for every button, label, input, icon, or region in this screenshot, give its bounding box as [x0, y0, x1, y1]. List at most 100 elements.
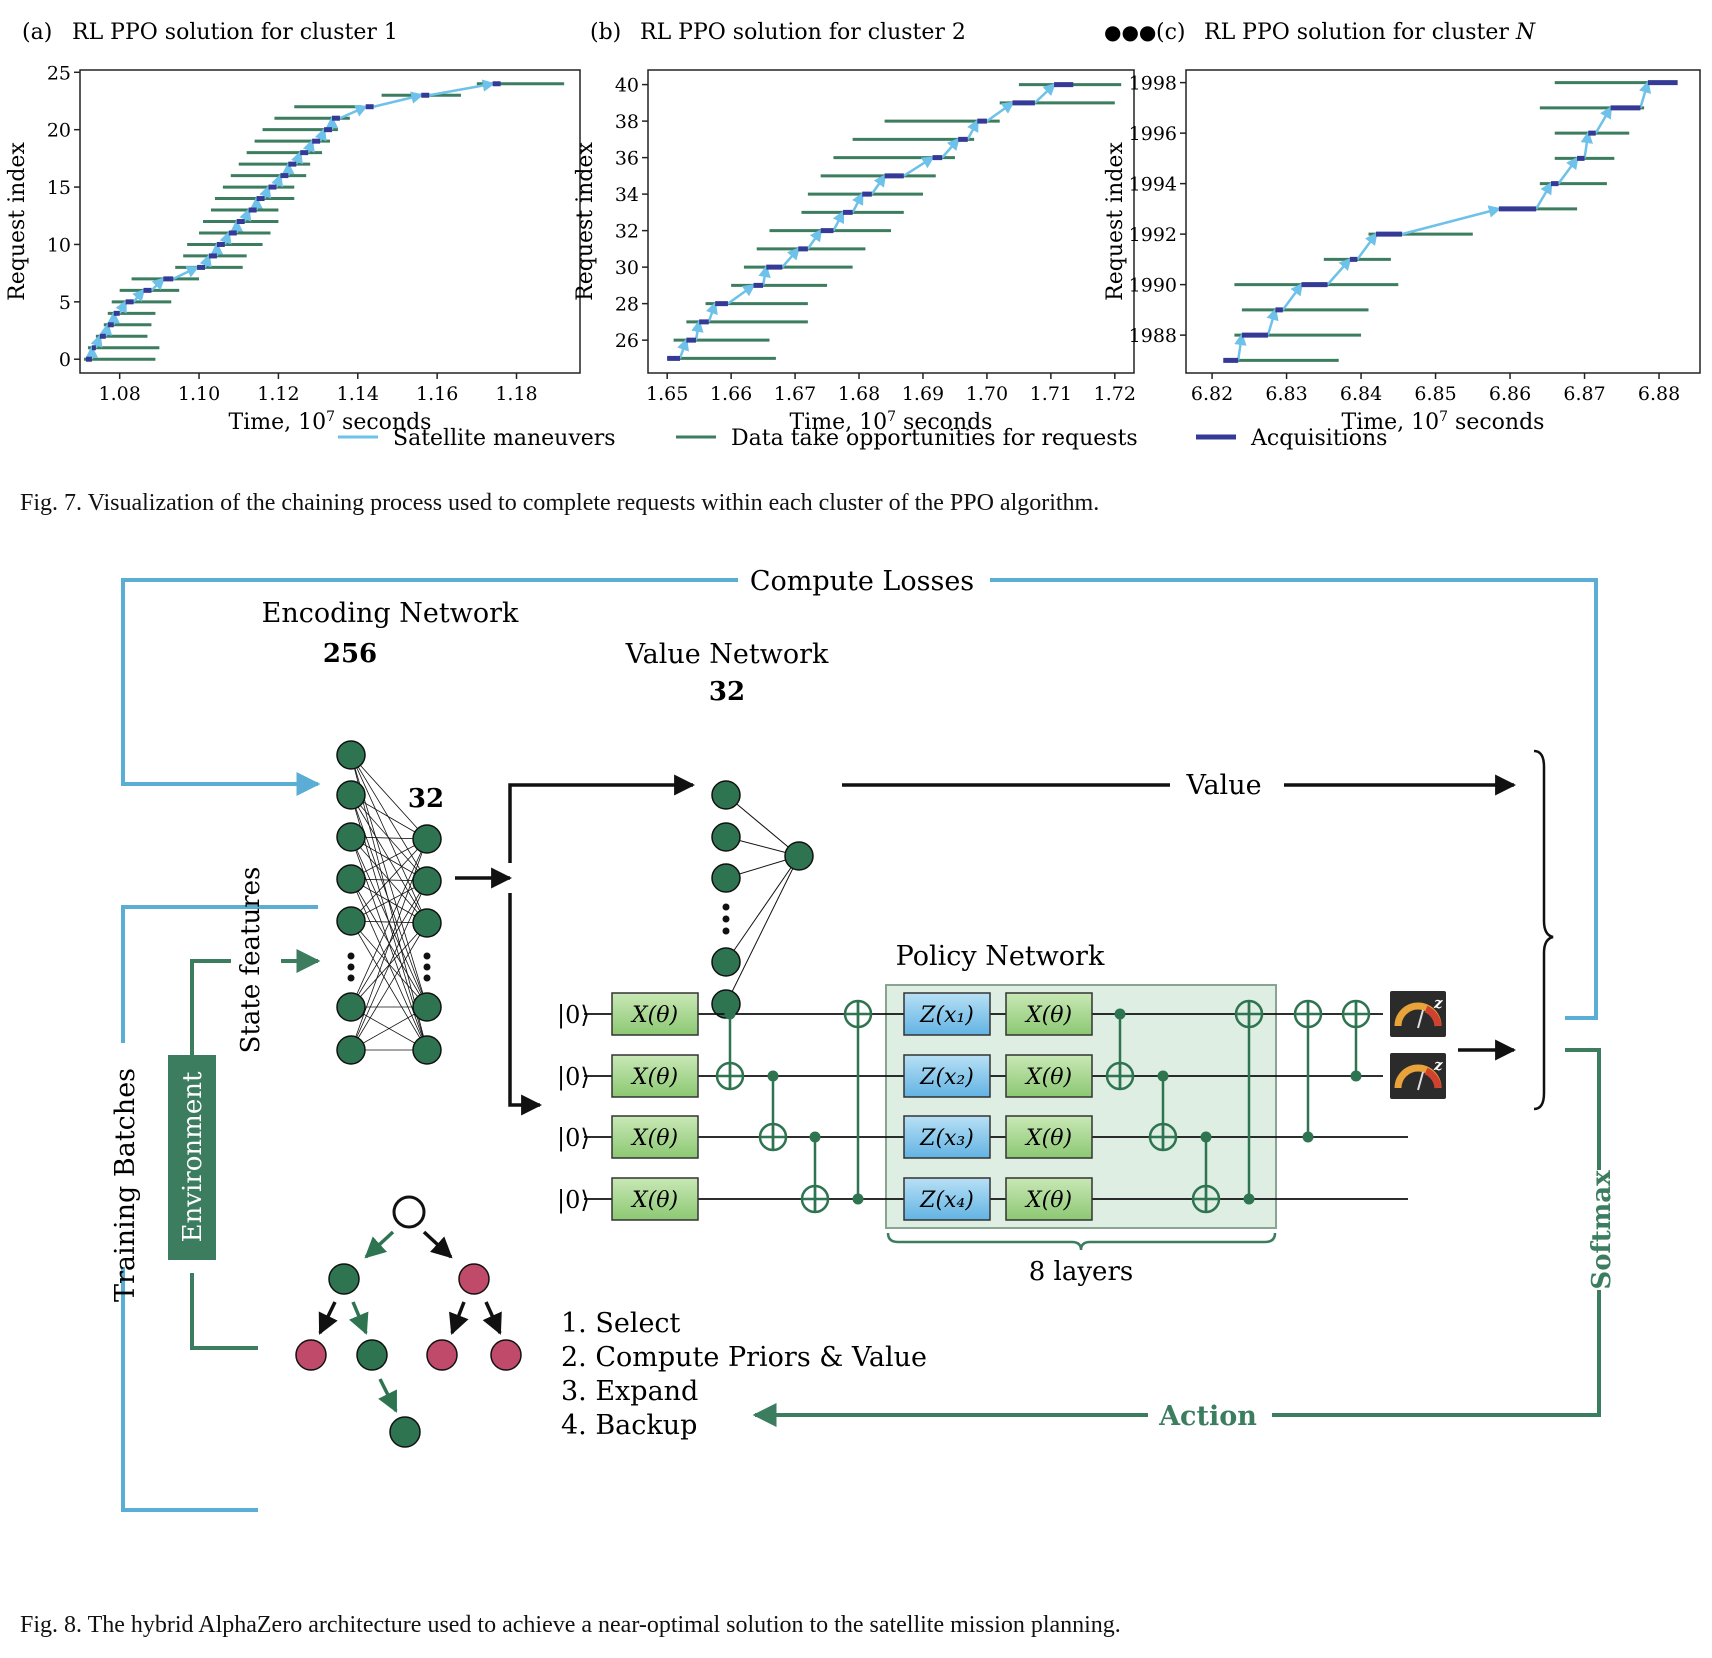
tree-edge	[318, 1301, 338, 1335]
encoder-input-node	[336, 992, 366, 1022]
y-tick-label: 36	[615, 148, 639, 170]
x-axis-label: Time, 107 seconds	[1342, 409, 1545, 435]
figure-7-caption: Fig. 7. Visualization of the chaining pr…	[20, 490, 1100, 516]
enc-weight	[350, 754, 428, 924]
tree-edge	[422, 1230, 453, 1259]
tree-node	[328, 1263, 360, 1295]
y-tick-label: 1996	[1129, 123, 1177, 145]
compute-losses-loop	[121, 578, 1598, 1512]
y-tick-label: 26	[615, 330, 639, 352]
y-tick-label: 30	[615, 257, 639, 279]
tree-root-node	[392, 1195, 426, 1229]
y-tick-label: 1988	[1129, 325, 1177, 347]
encoder-input-node	[336, 822, 366, 852]
x-gate-label: X(θ)	[1024, 1188, 1072, 1213]
x-tick-label: 1.14	[337, 383, 379, 405]
measurement-icon: z	[1390, 1053, 1446, 1099]
x-tick-label: 1.71	[1030, 383, 1072, 405]
encoder-input-node	[336, 864, 366, 894]
cnot-control	[767, 1070, 779, 1082]
figure-8: Compute Losses Training Batches Environm…	[110, 566, 1617, 1512]
x-tick-label: 1.18	[495, 383, 537, 405]
maneuver-arrow	[373, 91, 424, 108]
encoder-input-node	[336, 740, 366, 770]
x-tick-label: 1.08	[99, 383, 141, 405]
policy-network-title: Policy Network	[896, 941, 1105, 972]
z-gate-label: Z(x₁)	[919, 1003, 974, 1028]
maneuver-arrow	[172, 266, 200, 281]
panel-a-title: (a) RL PPO solution for cluster 1	[22, 20, 398, 45]
value-input-node	[711, 947, 741, 977]
value-weight	[725, 855, 800, 963]
cnot-control	[809, 1131, 821, 1143]
maneuver-arrow	[1266, 307, 1279, 336]
x-gate-label: X(θ)	[630, 1003, 678, 1028]
maneuver-arrow	[806, 228, 823, 250]
x-axis-label: Time, 107 seconds	[790, 409, 993, 435]
encoding-layer-1-size: 256	[323, 639, 377, 669]
training-batches-label: Training Batches	[110, 1068, 141, 1302]
environment-label: Environment	[178, 1071, 208, 1242]
x-tick-label: 6.86	[1489, 383, 1531, 405]
maneuver-arrow	[851, 191, 864, 213]
maneuver-arrow	[314, 127, 327, 142]
legend: Satellite maneuvers Data take opportunit…	[338, 426, 1387, 451]
qubit-ket: |0⟩	[557, 1124, 590, 1153]
plot-frame	[647, 69, 1135, 374]
svg-text:RL PPO solution for cluster 1: RL PPO solution for cluster 1	[72, 20, 398, 45]
maneuver-arrow	[199, 253, 212, 268]
svg-text:RL PPO solution for cluster N: RL PPO solution for cluster N	[1204, 20, 1536, 45]
maneuver-arrow	[966, 118, 979, 140]
y-axis-label: Request index	[1103, 142, 1128, 301]
x-gate	[1005, 992, 1093, 1036]
encoder-hidden-node	[412, 1035, 442, 1065]
svg-text:(a): (a)	[22, 20, 52, 45]
softmax-label: Softmax	[1587, 1170, 1617, 1290]
enc-weight	[350, 754, 428, 840]
ellipsis-dot	[722, 927, 730, 935]
z-gate	[903, 1054, 991, 1098]
x-gate-label: X(θ)	[1024, 1065, 1072, 1090]
x-gate	[611, 1054, 699, 1098]
compute-losses-label: Compute Losses	[750, 566, 974, 597]
z-gate-label: Z(x₄)	[919, 1188, 974, 1213]
y-tick-label: 1994	[1129, 174, 1177, 196]
mcts-steps: 1. Select 2. Compute Priors & Value 3. E…	[561, 1308, 927, 1441]
x-gate	[611, 992, 699, 1036]
encoder-hidden-node	[412, 824, 442, 854]
value-output-node	[784, 841, 814, 871]
enc-weight	[350, 838, 428, 1008]
value-network-title: Value Network	[625, 639, 829, 670]
maneuver-arrow	[291, 150, 303, 165]
x-tick-label: 1.67	[774, 383, 816, 405]
value-input-node	[711, 822, 741, 852]
maneuver-arrow	[428, 79, 496, 97]
cnot-control	[852, 1193, 864, 1205]
x-gate	[1005, 1177, 1093, 1221]
x-gate	[611, 1115, 699, 1159]
y-tick-label: 10	[47, 234, 71, 256]
step-expand: 3. Expand	[561, 1376, 698, 1407]
maneuver-arrow	[941, 137, 960, 159]
x-tick-label: 1.69	[902, 383, 944, 405]
tree-leaf-node	[458, 1263, 490, 1295]
state-features-label: State features	[236, 867, 266, 1054]
encoder-hidden-node	[412, 866, 442, 896]
encoder-input-node	[336, 1035, 366, 1065]
plot-frame	[79, 69, 581, 374]
encoding-network-title: Encoding Network	[262, 598, 519, 629]
maneuver-arrow	[691, 319, 704, 341]
encoder-hidden-node	[412, 992, 442, 1022]
maneuver-arrow	[727, 283, 756, 305]
maneuver-arrow	[1234, 332, 1247, 361]
figure-7: (a) RL PPO solution for cluster 1 (b) RL…	[5, 20, 1701, 451]
environment-box[interactable]	[168, 1055, 216, 1260]
maneuver-arrow	[781, 246, 800, 268]
z-gate	[903, 1177, 991, 1221]
value-weight	[725, 855, 800, 1005]
y-tick-label: 40	[615, 75, 639, 97]
x-gate-label: X(θ)	[1024, 1003, 1072, 1028]
cnot-control	[1114, 1008, 1126, 1020]
